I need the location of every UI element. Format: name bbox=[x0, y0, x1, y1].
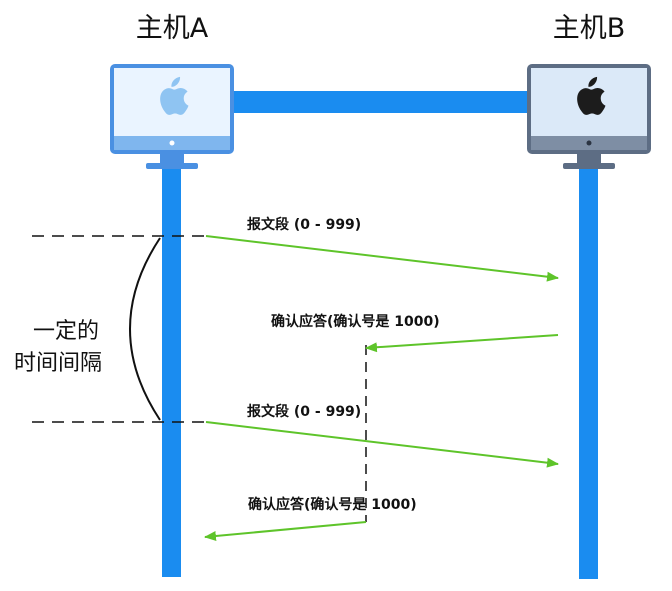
ack-label-2: 确认应答(确认号是 1000) bbox=[248, 496, 417, 513]
interval-label-line2: 时间间隔 bbox=[14, 351, 102, 376]
ack-arrow-2 bbox=[204, 521, 367, 541]
host-a-computer-icon bbox=[110, 64, 234, 169]
ack-arrow-1 bbox=[365, 334, 559, 353]
segment-arrow-2 bbox=[205, 421, 559, 468]
network-link bbox=[232, 91, 530, 113]
host-b-computer-icon bbox=[527, 64, 651, 169]
host-a-title: 主机A bbox=[136, 13, 209, 44]
interval-label-line1: 一定的 bbox=[33, 319, 99, 344]
segment-arrow-1 bbox=[205, 235, 559, 282]
segment-label-1: 报文段 (0 - 999) bbox=[247, 216, 361, 233]
host-a-timeline bbox=[162, 166, 181, 577]
host-b-timeline bbox=[579, 166, 598, 579]
interval-brace bbox=[129, 237, 161, 421]
host-b-title: 主机B bbox=[553, 13, 626, 44]
segment-label-2: 报文段 (0 - 999) bbox=[247, 403, 361, 420]
ack-label-1: 确认应答(确认号是 1000) bbox=[271, 313, 440, 330]
